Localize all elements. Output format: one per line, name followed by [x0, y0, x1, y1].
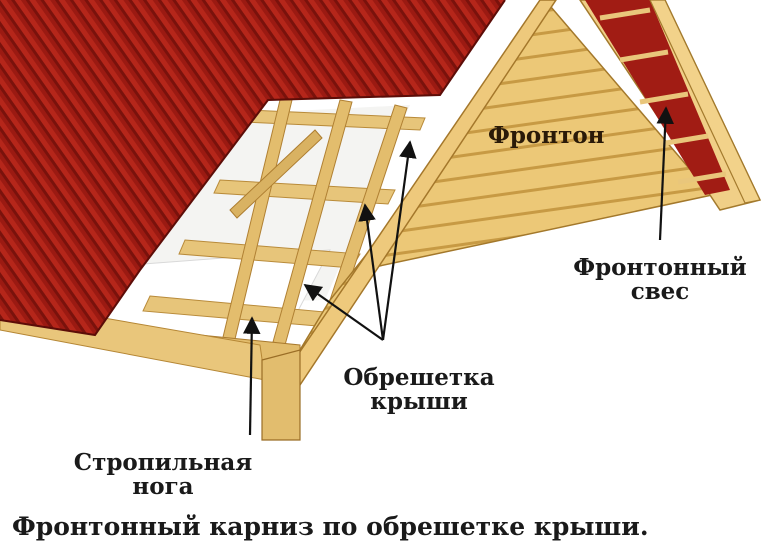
callout-lathing-1 — [381, 140, 417, 341]
label-fronton-overhang-line1: Фронтонный — [573, 254, 747, 281]
label-fronton: Фронтон — [488, 122, 605, 149]
label-roof-lathing-line1: Обрешетка — [343, 364, 495, 391]
label-roof-lathing-line2: крыши — [370, 388, 468, 416]
label-rafter-leg: Стропильная нога — [58, 449, 268, 501]
callout-lathing-3 — [303, 283, 384, 341]
figure-caption: Фронтонный карниз по обрешетке крыши. — [12, 512, 649, 541]
label-fronton-overhang-line2: свес — [630, 278, 690, 306]
verge-board-right — [649, 0, 761, 204]
eave-corner-post — [261, 349, 301, 441]
label-fronton-overhang: Фронтонный свес — [560, 254, 760, 306]
gable-overhang — [579, 0, 762, 211]
label-roof-lathing: Обрешетка крыши — [324, 364, 514, 416]
gable-fronton — [261, 0, 714, 441]
label-rafter-leg-line2: нога — [132, 473, 194, 501]
label-rafter-leg-line1: Стропильная — [73, 449, 253, 476]
callout-overhang — [656, 106, 675, 241]
callout-rafter — [242, 316, 261, 436]
rafter-frame — [0, 99, 426, 381]
brace — [229, 129, 323, 219]
roof-sheet — [0, 0, 506, 337]
callout-lines — [242, 106, 675, 436]
callout-lathing-2 — [358, 203, 385, 341]
